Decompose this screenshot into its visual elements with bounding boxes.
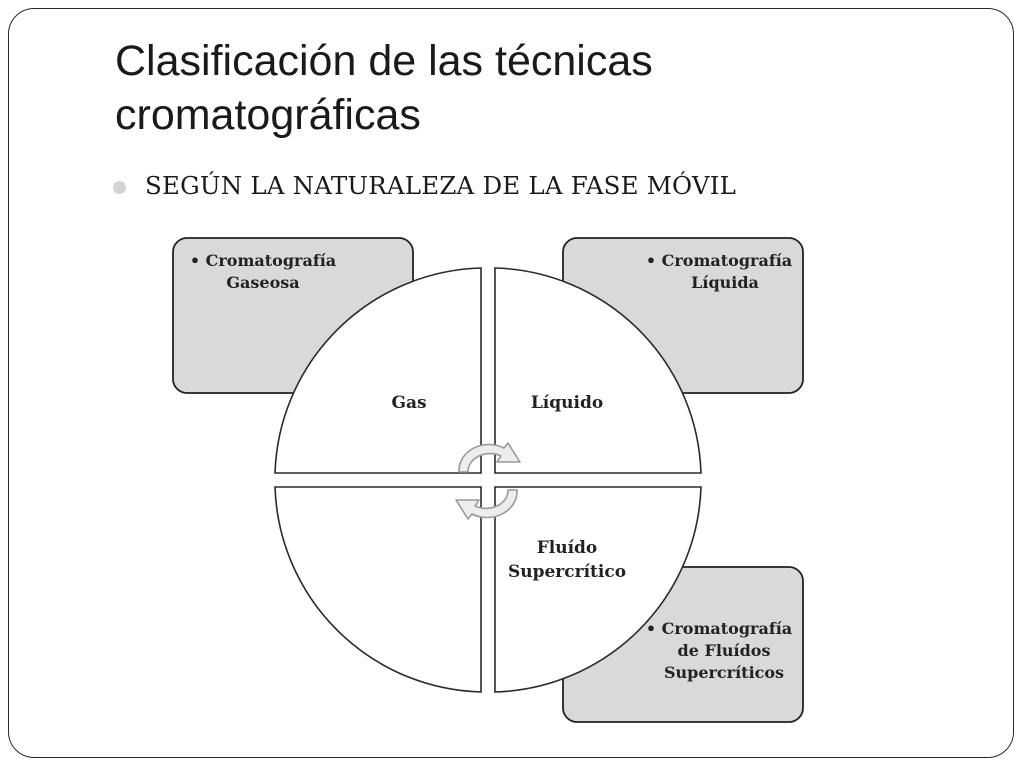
segment-supercritical [494,486,702,693]
box-gas-line2: Gaseosa [226,273,299,292]
cycle-arrow-icon [455,489,518,520]
bullet-dot [113,181,126,194]
segment-supercritical-label-line2: Supercrítico [508,562,626,582]
segment-liquid-label: Líquido [531,393,603,413]
segment-empty [274,486,482,693]
box-gas-line1: • Cromatografía [190,251,336,270]
box-liquid-line2: Líquida [691,273,759,292]
box-liquid-line1: • Cromatografía [646,251,792,270]
title-line-1: Clasificación de las técnicas [115,37,653,85]
bullet-text: SEGÚN LA NATURALEZA DE LA FASE MÓVIL [145,171,737,200]
segment-supercritical-label-line1: Fluído [537,538,598,558]
box-supercritical-line2: de Fluídos [678,641,771,660]
title-line-2: cromatográficas [115,91,421,139]
segment-liquid [494,267,702,474]
slide-title: Clasificación de las técnicas cromatográ… [115,34,915,142]
segment-gas [274,267,482,474]
box-supercritical-line3: Supercríticos [664,663,784,682]
cycle-arrow-icon [458,442,521,473]
segment-gas-label: Gas [391,393,426,413]
box-supercritical-line1: • Cromatografía [646,619,792,638]
